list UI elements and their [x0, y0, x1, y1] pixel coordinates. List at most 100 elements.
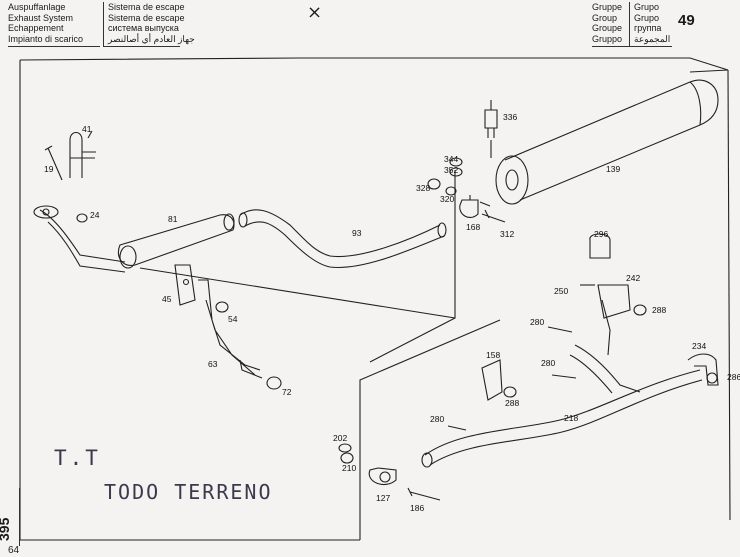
bolt-280c [447, 425, 467, 431]
part-label-24: 24 [90, 210, 100, 220]
group-label-fr: Groupe [592, 23, 623, 33]
bolt-312 [481, 209, 506, 223]
group-value-pt: Grupo [634, 12, 660, 23]
bolt-186 [407, 487, 441, 501]
frame-diagonal [359, 319, 501, 540]
part-label-286: 286 [727, 372, 740, 382]
title-english: Exhaust System [8, 12, 74, 23]
part-label-63: 63 [208, 359, 218, 369]
group-value-es: Grupo [634, 2, 660, 12]
part-label-320: 320 [440, 194, 454, 204]
part-label-19: 19 [44, 164, 54, 174]
nut-288a [633, 304, 647, 316]
title-arabic: جهاز العادم أي أصالنصر [108, 33, 195, 44]
title-spanish: Sistema de escape [108, 2, 185, 12]
handwritten-mark: × [307, 2, 323, 23]
title-russian: система выпуска [108, 23, 179, 33]
part-label-218: 218 [564, 413, 578, 423]
part-label-288b: 288 [505, 398, 519, 408]
part-label-202: 202 [333, 433, 347, 443]
header-rule-right [592, 46, 672, 47]
rear-pipe-218 [424, 369, 701, 456]
part-label-280a: 280 [530, 317, 544, 327]
nut-24 [76, 213, 88, 223]
nut-328 [427, 178, 441, 190]
intermediate-pipe [239, 209, 441, 258]
nut-352 [449, 167, 463, 177]
part-label-139: 139 [606, 164, 620, 174]
part-label-81: 81 [168, 214, 178, 224]
front-pipe [39, 209, 126, 263]
header-rule-left [8, 46, 100, 47]
frame-right [727, 69, 731, 521]
part-label-288a: 288 [652, 305, 666, 315]
part-label-250: 250 [554, 286, 568, 296]
title-column-2: Sistema de escape Sistema de escape сист… [103, 2, 195, 46]
part-label-242: 242 [626, 273, 640, 283]
part-label-312: 312 [500, 229, 514, 239]
washer-344 [449, 157, 463, 167]
part-label-186: 186 [410, 503, 424, 513]
part-label-72: 72 [282, 387, 292, 397]
group-label-it: Gruppo [592, 33, 623, 44]
group-label-de: Gruppe [592, 2, 623, 12]
washer-320 [445, 186, 457, 196]
part-label-344: 344 [444, 154, 458, 164]
part-label-234: 234 [692, 341, 706, 351]
hanger-296 [589, 233, 611, 259]
part-label-210: 210 [342, 463, 356, 473]
nut-210 [340, 452, 354, 464]
bolt-280b [551, 374, 577, 379]
bracket-242 [597, 284, 631, 319]
rubber-mount [484, 109, 498, 129]
nut-54 [215, 301, 229, 313]
part-label-127: 127 [376, 493, 390, 503]
part-label-296: 296 [594, 229, 608, 239]
bolt-280a [547, 326, 573, 333]
nut-288b [503, 386, 517, 398]
title-german: Auspuffanlage [8, 2, 66, 12]
margin-number: 395 [0, 517, 12, 541]
group-labels: Gruppe Group Groupe Gruppo [592, 2, 622, 44]
bracket-158 [481, 359, 503, 401]
title-portuguese: Sistema de escape [108, 12, 185, 23]
header-rule-mid [103, 46, 180, 47]
manifold-flange [33, 205, 59, 219]
pipe-bend [569, 344, 641, 394]
part-label-280b: 280 [541, 358, 555, 368]
clamp-168 [459, 199, 479, 218]
part-label-280c: 280 [430, 414, 444, 424]
u-bolt-41 [69, 131, 83, 178]
nut-72 [266, 376, 282, 390]
group-value-ru: группа [634, 23, 662, 33]
part-label-336: 336 [503, 112, 517, 122]
title-italian: Impianto di scarico [8, 33, 84, 44]
bracket-45 [174, 264, 196, 306]
group-label-en: Group [592, 12, 618, 23]
part-label-352: 352 [444, 165, 458, 175]
part-label-168: 168 [466, 222, 480, 232]
clamp-234 [687, 353, 719, 386]
stamp-line-2: TODO TERRENO [104, 480, 273, 504]
part-label-158: 158 [486, 350, 500, 360]
group-values: Grupo Grupo группа المجموعة [629, 2, 670, 46]
bolt-19 [44, 145, 63, 181]
rear-muffler [504, 79, 719, 201]
frame-top [19, 57, 729, 71]
stamp-line-1: T.T [54, 446, 101, 470]
part-label-45: 45 [162, 294, 172, 304]
group-number: 49 [678, 12, 695, 29]
title-column-1: Auspuffanlage Exhaust System Echappement… [8, 2, 83, 44]
part-label-328: 328 [416, 183, 430, 193]
part-label-93: 93 [352, 228, 362, 238]
bracket-63 [198, 279, 261, 376]
footer-page-number: 64 [8, 545, 20, 556]
margin-rule [19, 488, 20, 546]
part-label-54: 54 [228, 314, 238, 324]
part-label-41: 41 [82, 124, 92, 134]
washer-202 [338, 443, 352, 453]
title-french: Echappement [8, 23, 64, 33]
clamp-127 [368, 467, 397, 485]
group-value-ar: المجموعة [634, 33, 671, 44]
